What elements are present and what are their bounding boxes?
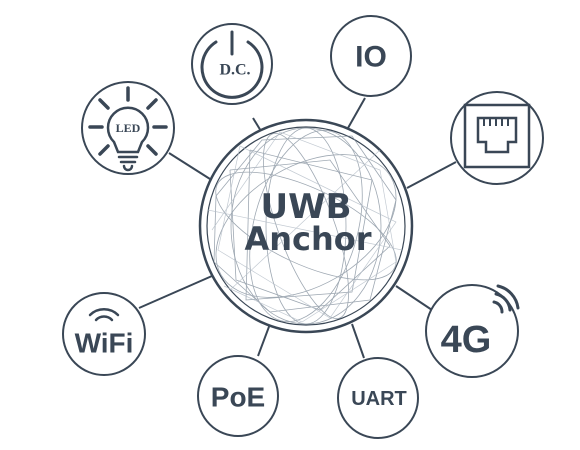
cellular-signal-icon [492,284,520,314]
node-power-label: D.C. [219,62,250,79]
node-poe-circle [197,355,279,437]
node-lte-label: 4G [441,319,492,361]
connector-wifi [138,275,213,309]
globe-outer-ring [198,118,414,334]
connector-led [168,152,211,180]
connector-uart [351,323,365,359]
node-uart: UART [337,357,419,439]
globe-inner-ring [206,126,406,326]
center-title-line2: Anchor [244,220,371,258]
node-led-label: LED [116,121,141,135]
node-lte: 4G [425,284,520,378]
ethernet-port-icon [463,103,531,169]
node-uart-label: UART [351,388,407,410]
center-title-line1: UWB [260,187,351,227]
connector-poe [257,323,271,357]
connector-io [347,97,366,129]
globe-mesh [213,127,397,325]
node-led: LED [81,81,175,175]
node-wifi: WiFi [62,292,146,376]
node-uart-circle [337,357,419,439]
wifi-icon [88,308,120,322]
node-power: D.C. [191,23,273,105]
node-io-label: IO [355,41,387,74]
center-globe: UWB Anchor [198,118,414,334]
node-ethernet-circle [450,91,544,185]
connector-lte [395,285,433,311]
node-io-circle [330,15,412,97]
node-wifi-label: WiFi [75,328,134,359]
connector-ethernet [406,161,457,189]
node-io: IO [330,15,412,97]
light-bulb-icon [88,86,168,172]
node-poe-label: PoE [211,382,265,413]
node-ethernet [450,91,544,185]
node-lte-circle [425,284,519,378]
node-wifi-circle [62,292,146,376]
globe-mesh-light [207,131,403,323]
power-icon [200,30,264,99]
node-poe: PoE [197,355,279,437]
connector-lines [138,97,457,359]
